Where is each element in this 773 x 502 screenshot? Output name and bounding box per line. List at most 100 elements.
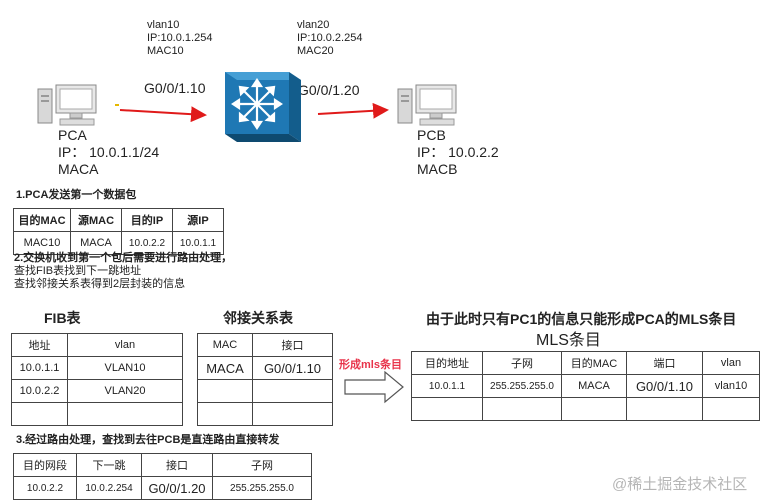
table-cell	[11, 402, 68, 426]
table-cell	[67, 402, 183, 426]
step2-line: 2.交换机收到第一个包后需要进行路由处理，	[14, 252, 233, 264]
pcb-computer-icon	[397, 84, 457, 126]
pca-computer-icon	[37, 84, 97, 126]
table-cell	[702, 397, 760, 421]
step2-text: 2.交换机收到第一个包后需要进行路由处理， 查找FIB表找到下一跳地址 查找邻接…	[14, 252, 232, 291]
pca-link-dot	[115, 104, 119, 106]
table-cell	[197, 402, 253, 426]
step3-title: 3.经过路由处理，查找到去往PCB是直连路由直接转发	[16, 434, 280, 446]
table-cell	[626, 397, 703, 421]
watermark: @稀土掘金技术社区	[612, 476, 748, 493]
fib-table: 地址 vlan 10.0.1.1 VLAN10 10.0.2.2 VLAN20	[11, 333, 183, 426]
table-header-row: MAC 接口	[197, 333, 333, 357]
table-cell: 10.0.1.1	[172, 231, 224, 255]
header-cell: MAC	[197, 333, 253, 357]
table-row: 10.0.1.1 VLAN10	[11, 356, 183, 380]
table-cell: vlan10	[702, 374, 760, 398]
table-cell	[482, 397, 562, 421]
step1-title: 1.PCA发送第一个数据包	[16, 189, 137, 201]
vlan10-ip: IP:10.0.1.254	[147, 32, 213, 44]
pca-name: PCA	[58, 127, 87, 143]
layer3-switch-icon	[225, 72, 301, 142]
table-cell: 10.0.2.2	[121, 231, 173, 255]
pcb-name: PCB	[417, 127, 446, 143]
header-cell: 子网	[482, 351, 562, 375]
table-cell: 255.255.255.0	[482, 374, 562, 398]
step2-line: 查找邻接关系表得到2层封装的信息	[14, 278, 186, 290]
table-row	[197, 379, 333, 403]
table-cell: 10.0.2.254	[76, 476, 142, 500]
table-cell: MAC10	[13, 231, 71, 255]
vlan10-name: vlan10	[147, 19, 180, 31]
switch-to-pcb-arrow	[317, 102, 389, 119]
table-row	[411, 397, 760, 421]
pcb-ip: IP： 10.0.2.2	[417, 144, 499, 160]
step3-route-table: 目的网段 下一跳 接口 子网 10.0.2.2 10.0.2.254 G0/0/…	[13, 453, 312, 500]
table-cell: 10.0.2.2	[11, 379, 68, 403]
table-cell: 10.0.1.1	[411, 374, 483, 398]
pcb-mac: MACB	[417, 161, 458, 177]
table-row: 10.0.2.2 VLAN20	[11, 379, 183, 403]
header-cell: 目的MAC	[13, 208, 71, 232]
header-cell: 接口	[252, 333, 333, 357]
table-row	[197, 402, 333, 426]
vlan20-mac: MAC20	[297, 45, 334, 57]
mls-subheading: MLS条目	[536, 332, 601, 349]
mls-heading: 由于此时只有PC1的信息只能形成PCA的MLS条目	[426, 311, 737, 327]
adjacency-title: 邻接关系表	[223, 310, 293, 326]
table-header-row: 目的地址 子网 目的MAC 端口 vlan	[411, 351, 760, 375]
header-cell: 目的地址	[411, 351, 483, 375]
header-cell: 目的IP	[121, 208, 173, 232]
adjacency-table: MAC 接口 MACA G0/0/1.10	[197, 333, 333, 426]
table-header-row: 目的网段 下一跳 接口 子网	[13, 453, 312, 477]
header-cell: 接口	[141, 453, 213, 477]
header-cell: 子网	[212, 453, 312, 477]
header-cell: 源MAC	[70, 208, 122, 232]
pca-info: PCA IP： 10.0.1.1/24 MACA	[58, 127, 159, 178]
header-cell: 目的网段	[13, 453, 77, 477]
table-row: 10.0.1.1 255.255.255.0 MACA G0/0/1.10 vl…	[411, 374, 760, 398]
table-cell: G0/0/1.10	[252, 356, 333, 380]
table-cell: 10.0.2.2	[13, 476, 77, 500]
table-header-row: 目的MAC 源MAC 目的IP 源IP	[13, 208, 224, 232]
header-cell: 地址	[11, 333, 68, 357]
header-cell: vlan	[67, 333, 183, 357]
table-cell	[252, 379, 333, 403]
table-cell	[561, 397, 627, 421]
step2-line: 查找FIB表找到下一跳地址	[14, 265, 142, 277]
table-row	[11, 402, 183, 426]
pcb-info: PCB IP： 10.0.2.2 MACB	[417, 127, 499, 178]
table-cell: 10.0.1.1	[11, 356, 68, 380]
vlan10-info: vlan10 IP:10.0.1.254 MAC10	[147, 19, 212, 58]
table-cell	[252, 402, 333, 426]
arrow-label: 形成mls条目	[339, 359, 402, 371]
header-cell: 目的MAC	[561, 351, 627, 375]
table-cell	[411, 397, 483, 421]
table-row: 10.0.2.2 10.0.2.254 G0/0/1.20 255.255.25…	[13, 476, 312, 500]
header-cell: 源IP	[172, 208, 224, 232]
header-cell: vlan	[702, 351, 760, 375]
left-port-label: G0/0/1.10	[144, 80, 206, 96]
table-cell: VLAN20	[67, 379, 183, 403]
table-cell: MACA	[70, 231, 122, 255]
table-cell: MACA	[561, 374, 627, 398]
table-cell: 255.255.255.0	[212, 476, 312, 500]
right-port-label: G0/0/1.20	[298, 82, 360, 98]
header-cell: 端口	[626, 351, 703, 375]
vlan10-mac: MAC10	[147, 45, 184, 57]
vlan20-info: vlan20 IP:10.0.2.254 MAC20	[297, 19, 362, 58]
pca-to-switch-arrow	[119, 106, 207, 123]
table-cell: VLAN10	[67, 356, 183, 380]
table-row: MAC10 MACA 10.0.2.2 10.0.1.1	[13, 231, 224, 255]
header-cell: 下一跳	[76, 453, 142, 477]
vlan20-name: vlan20	[297, 19, 330, 31]
table-cell: G0/0/1.10	[626, 374, 703, 398]
table-cell	[197, 379, 253, 403]
fib-title: FIB表	[44, 310, 81, 326]
mls-table: 目的地址 子网 目的MAC 端口 vlan 10.0.1.1 255.255.2…	[411, 351, 760, 421]
step1-packet-table: 目的MAC 源MAC 目的IP 源IP MAC10 MACA 10.0.2.2 …	[13, 208, 224, 255]
table-cell: G0/0/1.20	[141, 476, 213, 500]
table-header-row: 地址 vlan	[11, 333, 183, 357]
table-row: MACA G0/0/1.10	[197, 356, 333, 380]
